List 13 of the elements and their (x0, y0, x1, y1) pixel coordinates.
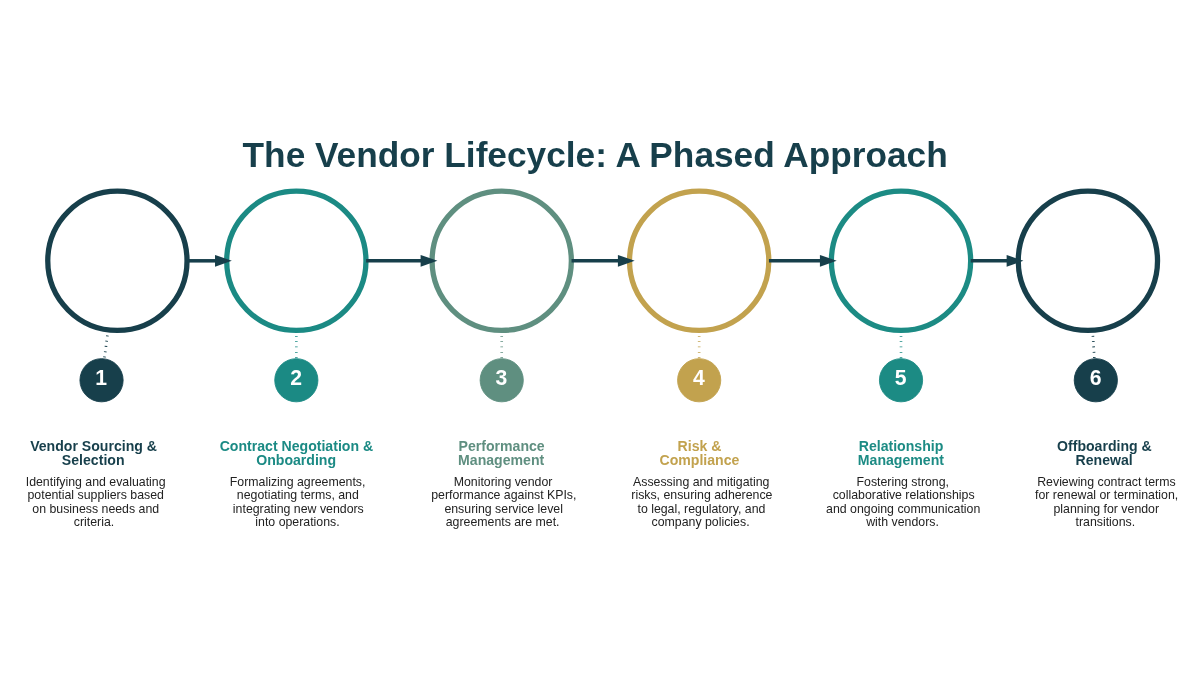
node-label: Vendor Sourcing & Selection (30, 437, 157, 468)
node-label: Reviewing contract terms for renewal or termination, planning for vendor transitions. (1035, 475, 1179, 529)
node-label: Contract Negotiation & Onboarding (219, 437, 374, 468)
diagram-title: The Vendor Lifecycle: A Phased Approach (242, 135, 948, 175)
node-label: Risk & Compliance (659, 437, 740, 468)
node-label: Assessing and mitigating risks, ensuring adherence to legal, regulatory, and company policies. (631, 475, 773, 529)
node-label: Monitoring vendor performance against KPIs, ensuring service level agreements are met. (431, 475, 577, 529)
node-label: Performance Management (458, 437, 545, 468)
node-label: Fostering strong, collaborative relationships and ongoing communication with vendors. (826, 475, 981, 529)
node-label: Offboarding & Renewal (1057, 437, 1152, 468)
node-label: Identifying and evaluating potential suppliers based on business needs and criteria. (25, 475, 166, 529)
node-label: Relationship Management (857, 437, 944, 468)
node-label: Formalizing agreements, negotiating terms, and integrating new vendors into operations. (229, 475, 366, 529)
